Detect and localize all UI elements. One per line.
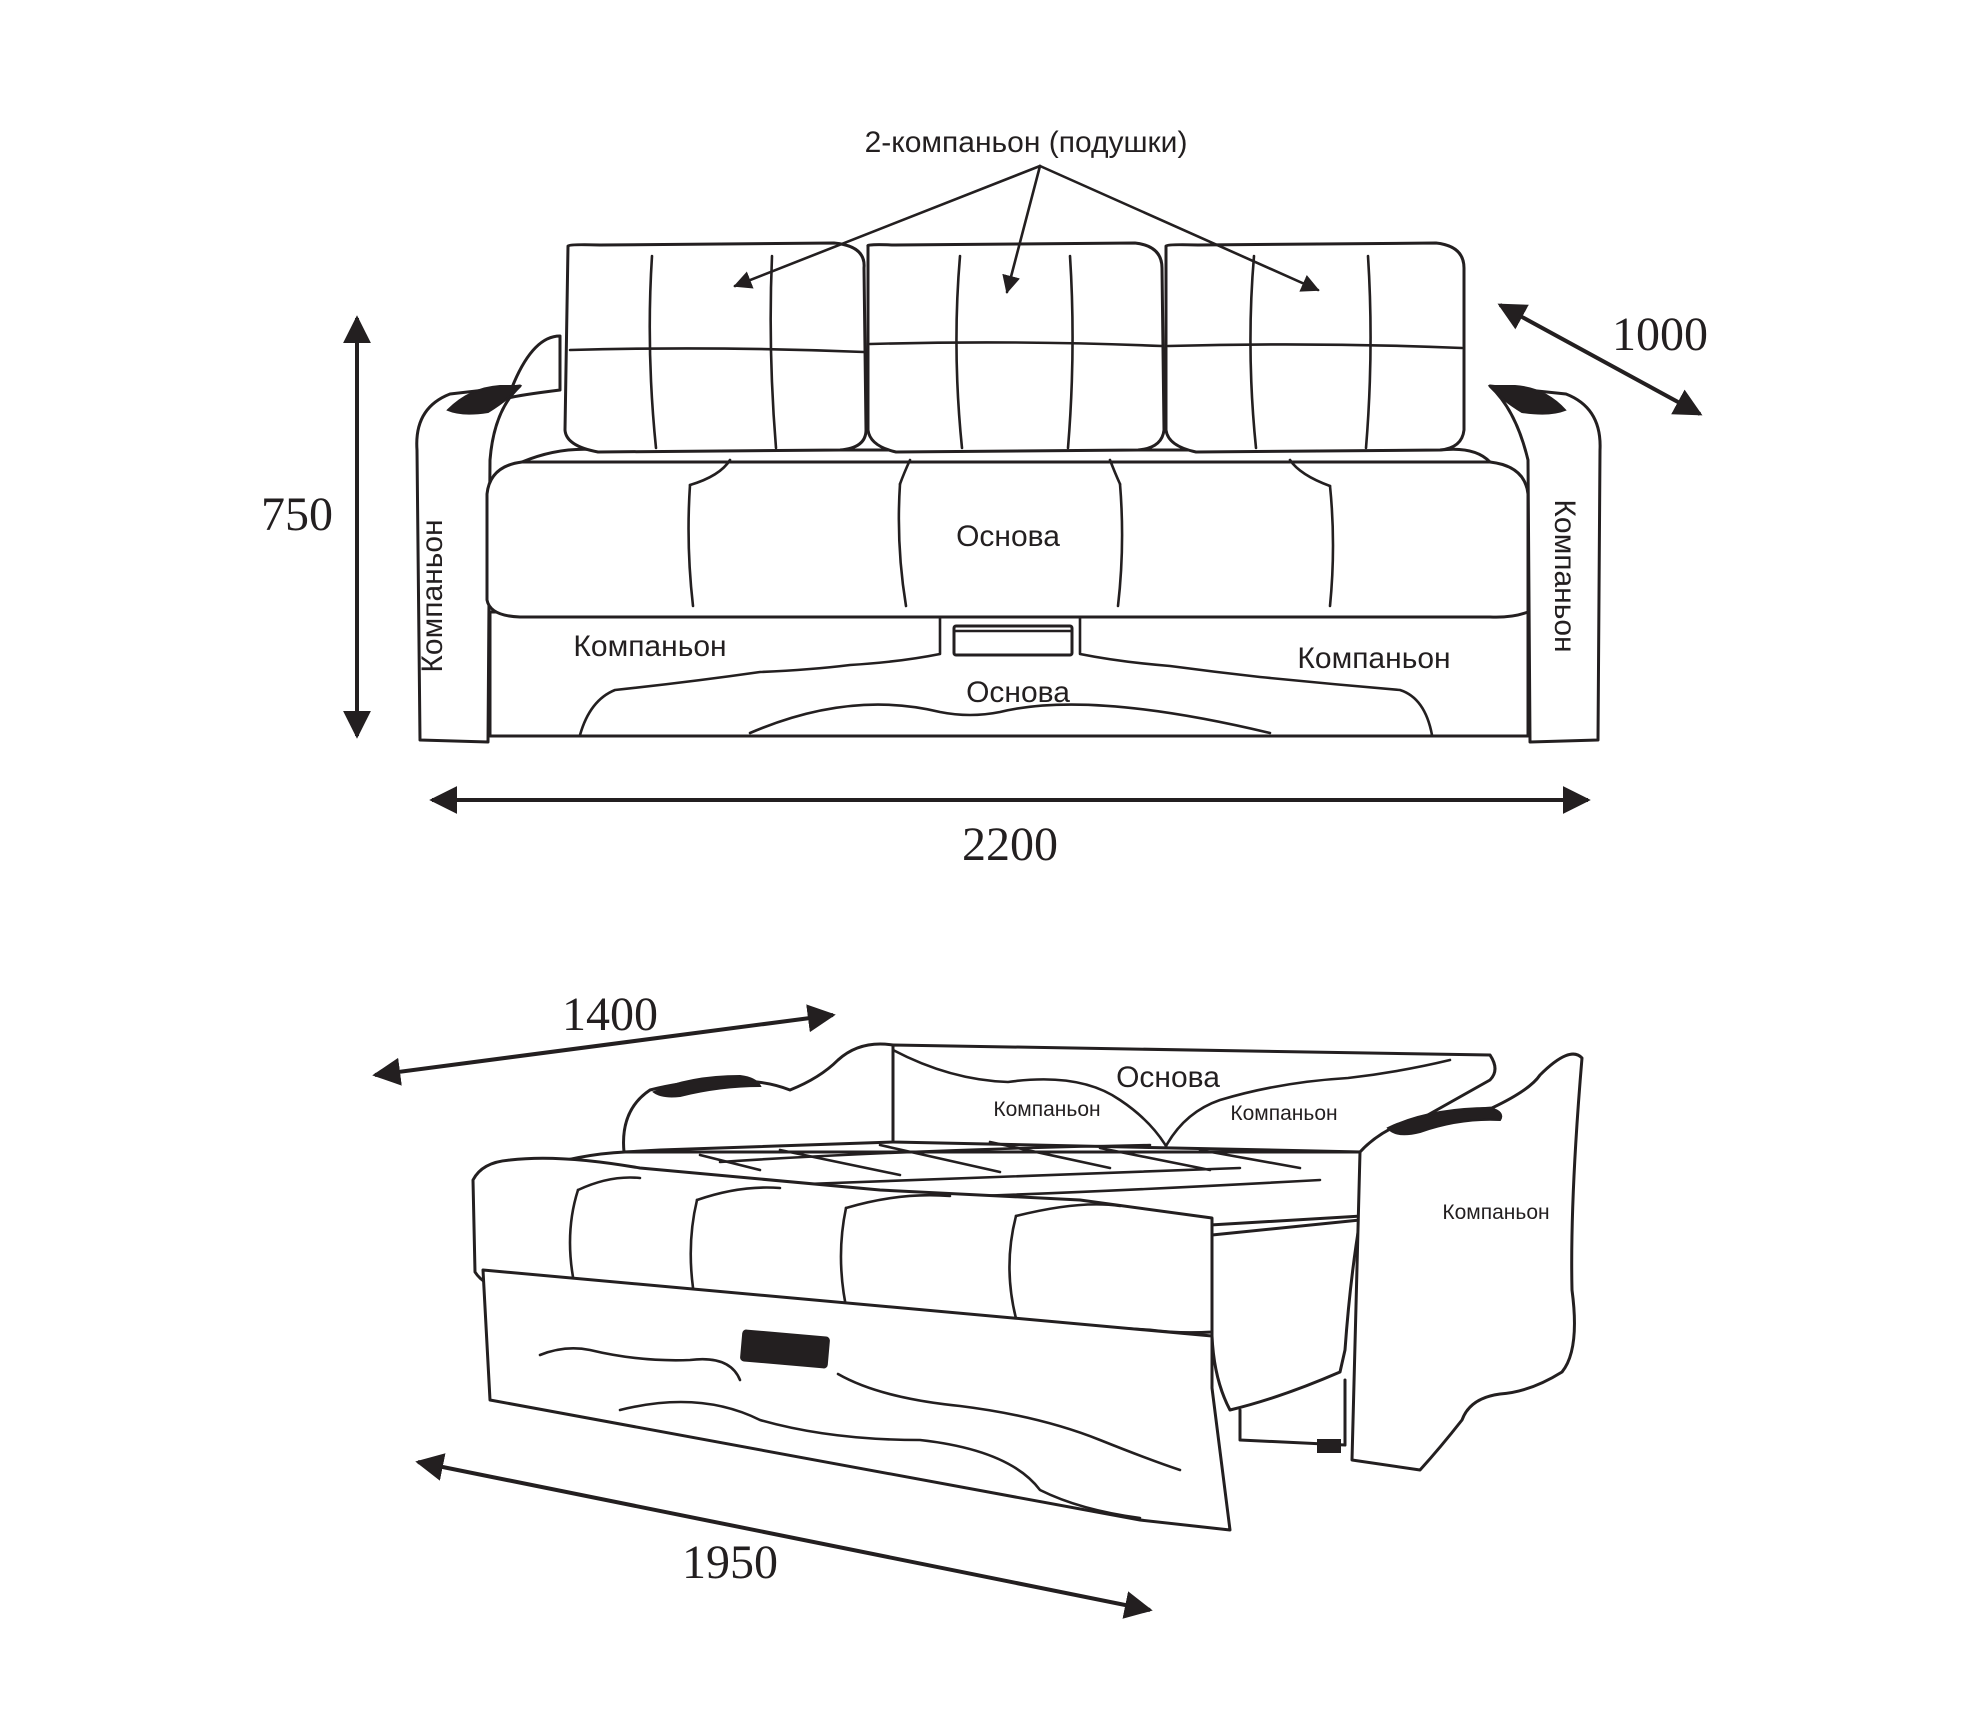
left-armrest-pad xyxy=(446,385,523,415)
bed-length-dimension-line xyxy=(415,1453,1153,1619)
back-cushion-right xyxy=(1164,241,1466,454)
front-view: 2-компаньон (подушки) Основа Основа Комп… xyxy=(261,126,1708,871)
bed-left-companion-label: Компаньон xyxy=(993,1098,1100,1121)
bed-width-dimension-line xyxy=(372,1004,836,1086)
bed-left-armrest xyxy=(622,1042,895,1154)
front-base-label: Основа xyxy=(966,676,1070,709)
height-dimension: 750 xyxy=(261,488,333,541)
front-base-wave xyxy=(578,610,942,737)
left-armrest-label: Компаньон xyxy=(416,519,449,672)
bed-width-dimension: 1400 xyxy=(562,988,658,1041)
depth-dimension: 1000 xyxy=(1612,308,1708,361)
left-armrest xyxy=(415,334,562,744)
bed-pullout-leg xyxy=(1238,1378,1347,1447)
unfolded-view: Основа Компаньон Компаньон Компаньон 140… xyxy=(372,988,1584,1619)
bed-base-label: Основа xyxy=(1116,1061,1220,1094)
pillows-label: 2-компаньон (подушки) xyxy=(865,126,1188,159)
front-left-companion-label: Компаньон xyxy=(573,630,726,663)
bed-right-companion-label: Компаньон xyxy=(1442,1201,1549,1224)
bed-length-dimension: 1950 xyxy=(682,1536,778,1589)
width-dimension: 2200 xyxy=(962,818,1058,871)
back-cushion-center xyxy=(866,241,1166,454)
bed-right-armrest-pad xyxy=(1386,1106,1503,1136)
bed-handle xyxy=(740,1329,830,1369)
front-handle xyxy=(952,624,1074,657)
bed-pullout xyxy=(1210,1218,1362,1412)
pillows-arrow-center xyxy=(1002,164,1042,294)
pillows-arrow-left xyxy=(733,164,1042,289)
depth-dimension-line xyxy=(1497,303,1703,416)
pillows-arrow-right xyxy=(1038,164,1320,292)
front-right-companion-label: Компаньон xyxy=(1297,642,1450,675)
front-seat-label: Основа xyxy=(956,520,1060,553)
back-cushions xyxy=(563,241,1466,454)
bed-center-companion-label: Компаньон xyxy=(1230,1102,1337,1125)
right-armrest-label: Компаньон xyxy=(1548,499,1581,652)
